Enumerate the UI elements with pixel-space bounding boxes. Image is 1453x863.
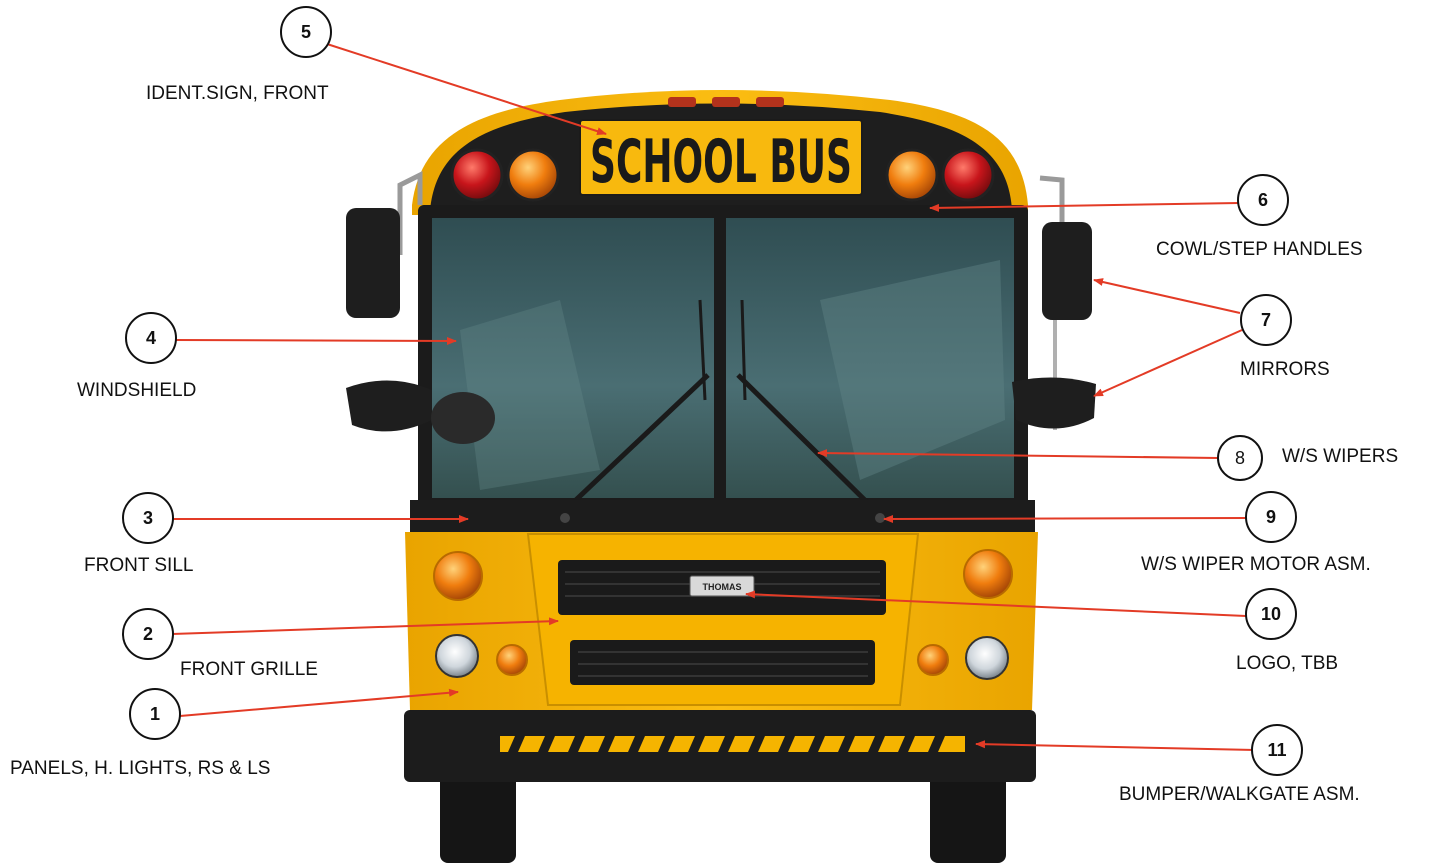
turn-signal-right [964,550,1012,598]
callout-2: 2 FRONT GRILLE [123,609,318,680]
callout-11-label: BUMPER/WALKGATE ASM. [1119,784,1360,805]
callout-9-number: 9 [1266,507,1276,527]
roof-marker-light-2 [712,97,740,107]
lower-grille [570,640,875,685]
leader-4 [175,340,456,341]
callout-9: 9 W/S WIPER MOTOR ASM. [1141,492,1371,575]
leader-5 [327,44,606,134]
headlight-right [966,637,1008,679]
callout-2-label: FRONT GRILLE [180,659,318,680]
crossview-mirror-left [431,392,495,444]
callout-11: 11 BUMPER/WALKGATE ASM. [1119,725,1360,805]
callout-7-label: MIRRORS [1240,359,1330,380]
marker-lamp-right [918,645,948,675]
callout-2-number: 2 [143,624,153,644]
callout-3-label: FRONT SILL [84,555,193,576]
callout-4: 4 WINDSHIELD [77,313,196,401]
leader-7b [1094,330,1242,396]
callout-1-number: 1 [150,704,160,724]
callout-8-label: W/S WIPERS [1282,446,1398,467]
leader-9 [884,518,1247,519]
callout-10-label: LOGO, TBB [1236,653,1338,674]
callout-4-number: 4 [146,328,156,348]
right-tire [930,770,1006,863]
ident-sign-text: SCHOOL BUS [590,127,852,197]
callout-1-label: PANELS, H. LIGHTS, RS & LS [10,758,270,779]
callout-7-number: 7 [1261,310,1271,330]
headlight-left [436,635,478,677]
warning-lamp-amber-left [508,150,558,200]
wiper-motor-left [560,513,570,523]
callout-5: 5 IDENT.SIGN, FRONT [146,7,331,104]
school-bus-illustration: SCHOOL BUS [346,90,1096,863]
warning-lamp-red-right [943,150,993,200]
callout-8-number: 8 [1235,448,1245,468]
turn-signal-left [434,552,482,600]
callout-6-number: 6 [1258,190,1268,210]
callout-3-number: 3 [143,508,153,528]
leader-7a [1094,280,1240,313]
callout-11-number: 11 [1267,740,1286,760]
callout-4-label: WINDSHIELD [77,380,196,401]
wiper-motor-right [875,513,885,523]
mirror-left-lower [346,380,432,431]
windshield-divider [714,212,726,502]
callout-6: 6 COWL/STEP HANDLES [1156,175,1363,260]
warning-lamp-amber-right [887,150,937,200]
front-sill [410,500,1035,532]
callout-6-label: COWL/STEP HANDLES [1156,239,1363,260]
callout-5-number: 5 [301,22,311,42]
callout-10: 10 LOGO, TBB [1236,589,1338,674]
callout-10-number: 10 [1261,604,1281,624]
roof-marker-light-3 [756,97,784,107]
callout-8: 8 W/S WIPERS [1218,436,1398,480]
left-tire [440,770,516,863]
callout-1: 1 PANELS, H. LIGHTS, RS & LS [10,689,270,779]
warning-lamp-red-left [452,150,502,200]
mirror-right-upper [1042,222,1092,320]
mirror-right-lower [1012,377,1096,428]
marker-lamp-left [497,645,527,675]
roof-marker-light-1 [668,97,696,107]
callout-7: 7 MIRRORS [1240,295,1330,380]
callout-5-label: IDENT.SIGN, FRONT [146,83,329,104]
mirror-left-upper [346,208,400,318]
callout-3: 3 FRONT SILL [84,493,193,576]
callout-9-label: W/S WIPER MOTOR ASM. [1141,554,1371,575]
tbb-logo-text: THOMAS [703,582,742,592]
